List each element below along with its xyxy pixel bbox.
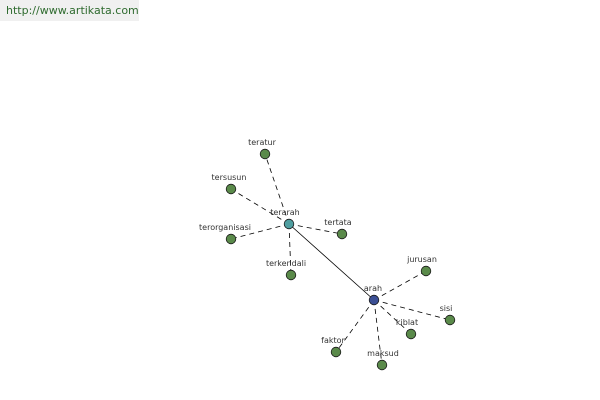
edge-arah-maksud — [373, 299, 383, 366]
edge-terarah-terorganisasi — [230, 223, 290, 240]
node-label-terkendali: terkendali — [266, 259, 306, 268]
nodes-layer — [225, 148, 456, 371]
node-label-kiblat: kiblat — [396, 318, 418, 327]
node-label-tersusun: tersusun — [212, 173, 247, 182]
edge-arah-faktor — [335, 299, 375, 353]
node-jurusan[interactable] — [420, 265, 432, 277]
edge-terarah-arah — [288, 223, 375, 301]
node-arah[interactable] — [368, 294, 380, 306]
url-banner: http://www.artikata.com — [0, 0, 139, 21]
node-terkendali[interactable] — [285, 269, 297, 281]
node-label-terorganisasi: terorganisasi — [199, 223, 251, 232]
labels-layer: terarah arah teratur tersusun terorganisasi t… — [199, 138, 452, 358]
node-terorganisasi[interactable] — [225, 233, 237, 245]
node-label-arah: arah — [364, 284, 382, 293]
edge-terarah-teratur — [264, 153, 290, 225]
edge-arah-sisi — [373, 299, 451, 321]
node-label-tertata: tertata — [324, 218, 352, 227]
node-label-jurusan: jurusan — [406, 255, 437, 264]
edges-layer — [230, 153, 451, 366]
node-label-maksud: maksud — [367, 349, 399, 358]
node-teratur[interactable] — [259, 148, 271, 160]
node-sisi[interactable] — [444, 314, 456, 326]
node-tertata[interactable] — [336, 228, 348, 240]
edge-terarah-tersusun — [230, 188, 290, 225]
node-label-teratur: teratur — [248, 138, 276, 147]
node-terarah[interactable] — [283, 218, 295, 230]
node-tersusun[interactable] — [225, 183, 237, 195]
node-kiblat[interactable] — [405, 328, 417, 340]
node-label-terarah: terarah — [270, 208, 300, 217]
edge-arah-jurusan — [373, 270, 427, 301]
site-url-link[interactable]: http://www.artikata.com — [6, 4, 139, 17]
node-faktor[interactable] — [330, 346, 342, 358]
node-maksud[interactable] — [376, 359, 388, 371]
node-label-sisi: sisi — [440, 304, 453, 313]
node-label-faktor: faktor — [321, 336, 345, 345]
